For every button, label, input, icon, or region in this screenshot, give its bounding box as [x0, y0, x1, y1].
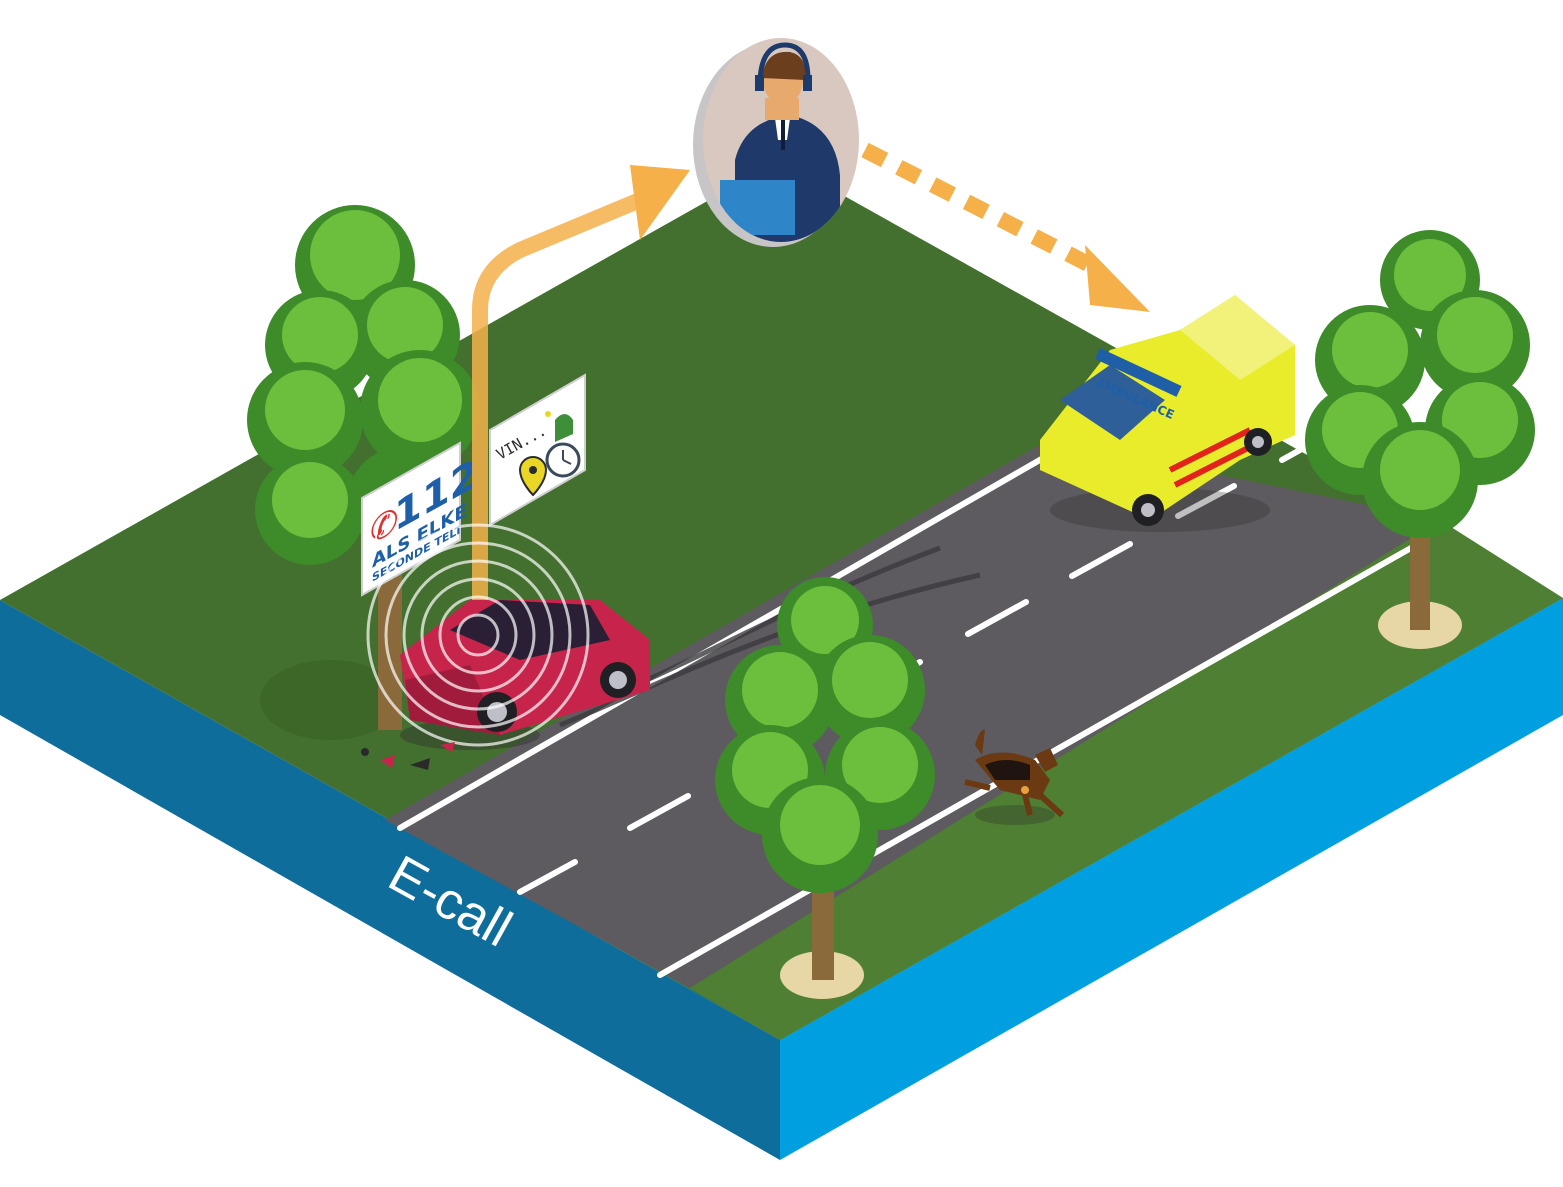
operator-disc	[693, 38, 859, 247]
ambulance-stripes	[1168, 427, 1252, 488]
debris	[361, 742, 455, 770]
location-pin-icon	[518, 456, 548, 497]
water-side-face	[780, 598, 1563, 1160]
tree-right	[1305, 230, 1535, 649]
signal-arrow	[472, 165, 690, 620]
data-card: VIN...	[489, 373, 586, 527]
verge	[690, 520, 1563, 1040]
water-front-face	[0, 600, 780, 1160]
clock-icon	[545, 442, 581, 478]
crashed-car	[361, 523, 650, 770]
signal-waves	[366, 523, 590, 747]
fuel-pump-icon	[545, 411, 573, 442]
dispatch-arrow	[861, 142, 1150, 312]
dog	[964, 729, 1065, 825]
tree-front	[715, 577, 935, 999]
ambulance: AMBULANCE	[1040, 295, 1295, 532]
headset-icon	[755, 42, 812, 91]
